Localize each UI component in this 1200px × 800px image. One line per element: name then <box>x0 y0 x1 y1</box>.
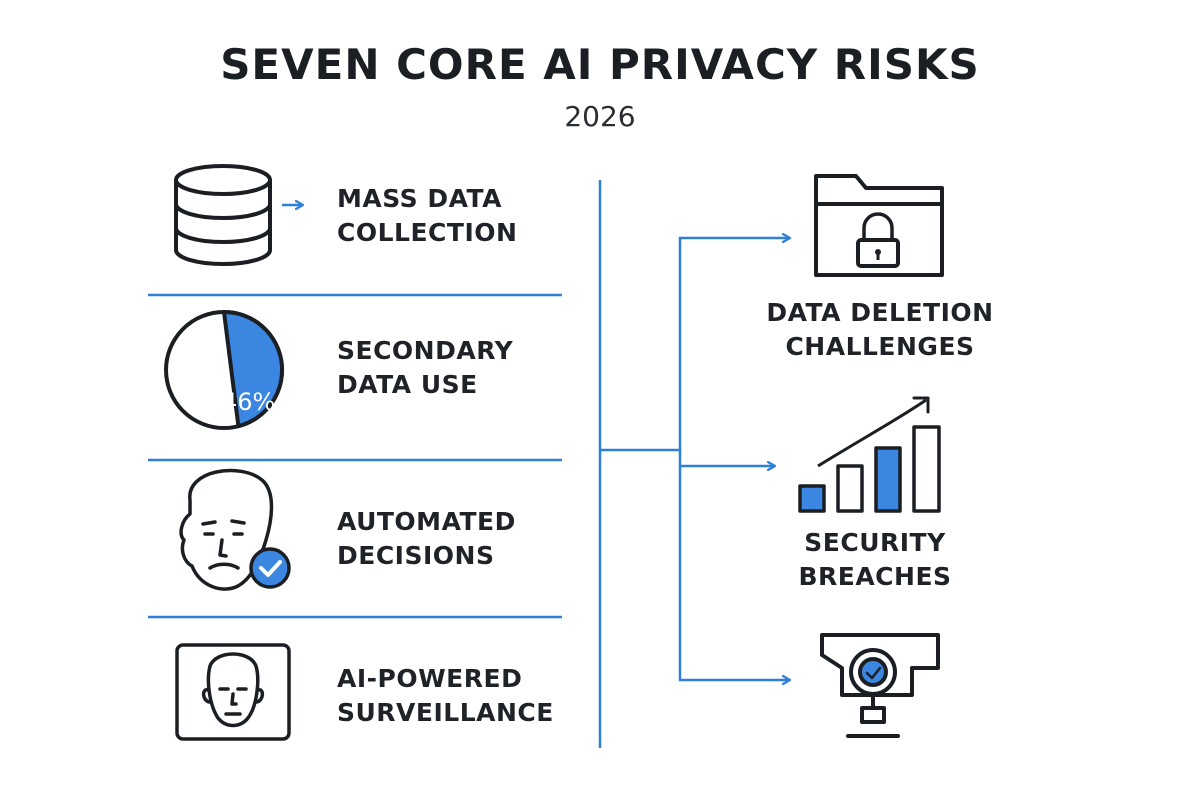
label-data-deletion-challenges: DATA DELETION CHALLENGES <box>760 296 1000 364</box>
label-line: SURVEILLANCE <box>337 698 554 727</box>
face-check-icon <box>179 468 291 591</box>
label-line: DATA USE <box>337 370 478 399</box>
database-icon <box>174 164 272 266</box>
branch-connectors <box>600 238 790 680</box>
label-line: MASS DATA <box>337 184 502 213</box>
pie-percent-label: 46% <box>222 388 276 416</box>
label-line: BREACHES <box>798 562 952 591</box>
branch-to-data-deletion <box>600 238 790 452</box>
label-ai-powered-surveillance: AI-POWERED SURVEILLANCE <box>337 662 554 730</box>
pie-chart-icon <box>164 310 285 430</box>
branch-to-security-breaches <box>678 450 775 466</box>
label-line: COLLECTION <box>337 218 518 247</box>
bar-4 <box>912 425 941 513</box>
label-line: DATA DELETION <box>766 298 994 327</box>
page-title: SEVEN CORE AI PRIVACY RISKS <box>220 40 980 89</box>
label-line: SECURITY <box>804 528 946 557</box>
label-line: DECISIONS <box>337 541 495 570</box>
pie-slice-46 <box>222 310 285 429</box>
bar-3 <box>874 446 902 513</box>
label-security-breaches: SECURITY BREACHES <box>760 526 990 594</box>
security-camera-icon <box>820 633 940 738</box>
label-automated-decisions: AUTOMATED DECISIONS <box>337 505 516 573</box>
label-line: AI-POWERED <box>337 664 523 693</box>
label-secondary-data-use: SECONDARY DATA USE <box>337 334 513 402</box>
bar-1 <box>798 484 826 513</box>
bar-2 <box>836 464 864 513</box>
trend-arrow <box>817 398 927 468</box>
label-line: SECONDARY <box>337 336 514 365</box>
rising-bar-chart-icon <box>798 396 941 513</box>
label-mass-data-collection: MASS DATA COLLECTION <box>337 182 517 250</box>
framed-face-icon <box>175 643 291 741</box>
locked-folder-icon <box>814 174 944 277</box>
branch-to-surveillance-camera <box>678 466 790 680</box>
page-subtitle-year: 2026 <box>564 100 636 133</box>
label-line: AUTOMATED <box>337 507 516 536</box>
label-line: CHALLENGES <box>785 332 975 361</box>
